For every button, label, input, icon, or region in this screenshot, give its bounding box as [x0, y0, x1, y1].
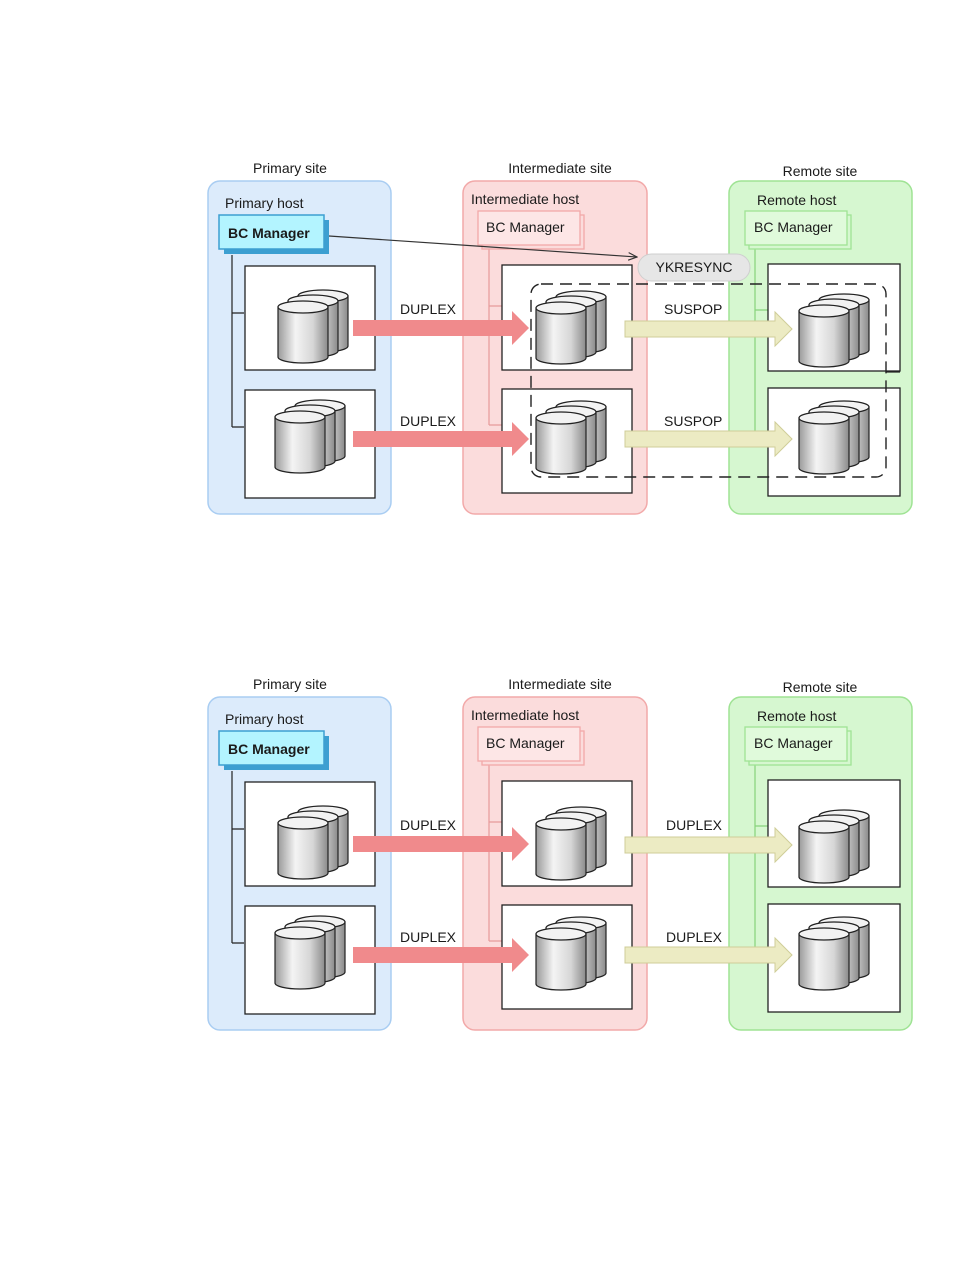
status-label: DUPLEX: [400, 301, 457, 317]
status-label: SUSPOP: [664, 301, 722, 317]
stacked-disk-cylinder-icon: [798, 916, 870, 991]
remote-bc-manager[interactable]: BC Manager: [744, 210, 852, 250]
stacked-disk-cylinder-icon: [274, 915, 346, 990]
suspop-arrow: [624, 310, 793, 348]
ykresync-command-label: YKRESYNC: [655, 259, 732, 275]
stacked-disk-cylinder-icon: [277, 289, 349, 364]
diagram-after: Primary site Intermediate site Remote si…: [207, 676, 913, 1031]
remote-bc-manager-label: BC Manager: [754, 735, 833, 751]
primary-site-label: Primary site: [253, 160, 327, 176]
duplex-arrow: [353, 422, 529, 456]
ykresync-command-bubble: [637, 253, 751, 282]
remote-bc-manager-label: BC Manager: [754, 219, 833, 235]
remote-host-label: Remote host: [757, 708, 836, 724]
intermediate-site-label: Intermediate site: [508, 676, 612, 692]
stacked-disk-cylinder-icon: [535, 806, 607, 881]
stacked-disk-cylinder-icon: [274, 399, 346, 474]
status-label: DUPLEX: [400, 929, 457, 945]
intermediate-bc-manager[interactable]: BC Manager: [477, 210, 585, 250]
primary-host-label: Primary host: [225, 711, 304, 727]
remote-site-label: Remote site: [783, 679, 858, 695]
duplex-arrow-remote: [624, 936, 793, 974]
primary-bc-manager[interactable]: BC Manager: [218, 214, 329, 254]
intermediate-bc-manager-label: BC Manager: [486, 735, 565, 751]
intermediate-bc-manager-label: BC Manager: [486, 219, 565, 235]
command-arrow: [328, 235, 637, 257]
status-label: DUPLEX: [666, 929, 723, 945]
status-label: DUPLEX: [400, 817, 457, 833]
duplex-arrow: [353, 938, 529, 972]
intermediate-host-connector: [488, 765, 502, 942]
duplex-arrow: [353, 311, 529, 345]
intermediate-host-connector: [488, 249, 502, 426]
intermediate-bc-manager[interactable]: BC Manager: [477, 726, 585, 766]
diagram-before: Primary site Intermediate site Remote si…: [207, 160, 913, 515]
primary-host-connector: [231, 255, 244, 428]
remote-bc-manager[interactable]: BC Manager: [744, 726, 852, 766]
intermediate-host-label: Intermediate host: [471, 707, 579, 723]
consistency-group-outline: [530, 283, 887, 478]
intermediate-site-label: Intermediate site: [508, 160, 612, 176]
remote-site-label: Remote site: [783, 163, 858, 179]
suspop-arrow: [624, 420, 793, 458]
status-label: DUPLEX: [400, 413, 457, 429]
duplex-arrow: [353, 827, 529, 861]
primary-bc-manager-label: BC Manager: [228, 225, 310, 241]
stacked-disk-cylinder-icon: [798, 809, 870, 884]
stacked-disk-cylinder-icon: [535, 290, 607, 365]
status-label: SUSPOP: [664, 413, 722, 429]
status-label: DUPLEX: [666, 817, 723, 833]
stacked-disk-cylinder-icon: [535, 400, 607, 475]
primary-host-label: Primary host: [225, 195, 304, 211]
stacked-disk-cylinder-icon: [277, 805, 349, 880]
duplex-arrow-remote: [624, 826, 793, 864]
stacked-disk-cylinder-icon: [798, 293, 870, 368]
primary-site-label: Primary site: [253, 676, 327, 692]
stacked-disk-cylinder-icon: [535, 916, 607, 991]
primary-bc-manager[interactable]: BC Manager: [218, 730, 329, 770]
remote-host-label: Remote host: [757, 192, 836, 208]
stacked-disk-cylinder-icon: [798, 400, 870, 475]
intermediate-host-label: Intermediate host: [471, 191, 579, 207]
primary-host-connector: [231, 771, 244, 944]
primary-bc-manager-label: BC Manager: [228, 741, 310, 757]
